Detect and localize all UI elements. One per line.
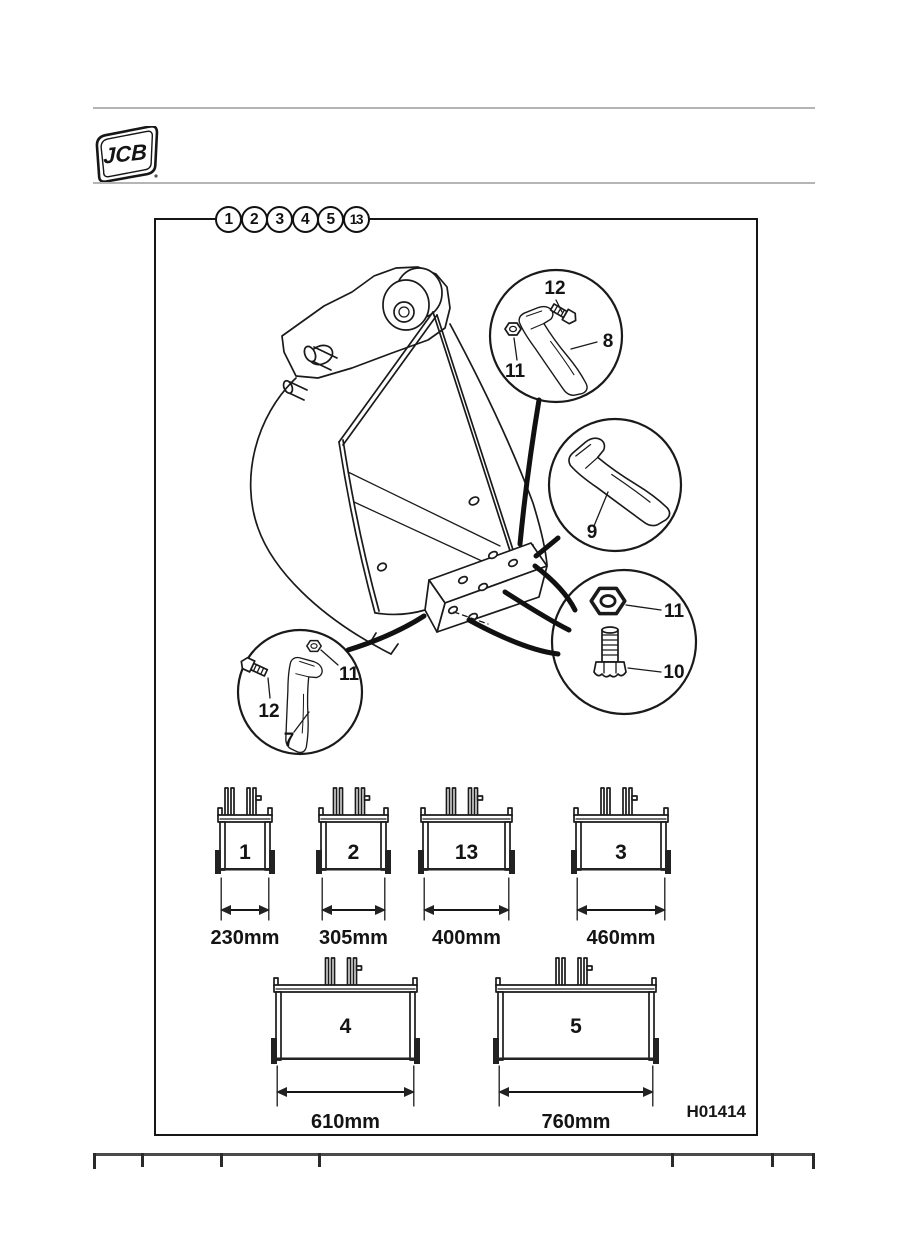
label-10: 10 [663, 662, 684, 683]
label-12: 12 [258, 701, 279, 722]
detail-circle-fasteners [550, 568, 698, 716]
callout-1: 1 [215, 206, 242, 233]
lip-plate [424, 542, 548, 633]
bucket-number: 13 [455, 841, 478, 864]
rim-back [338, 311, 438, 446]
bucket-number: 4 [340, 1015, 352, 1038]
bucket-number: 1 [239, 841, 251, 864]
callout-5: 5 [317, 206, 344, 233]
callout-2: 2 [240, 206, 268, 233]
footer-tick [318, 1153, 321, 1167]
detail-circle-tooth-8 [488, 268, 624, 404]
detail-tooth-8: 12 8 11 [504, 278, 614, 398]
label-11: 11 [664, 601, 685, 622]
logo-text: JCB [103, 139, 147, 169]
shell-left-curve [249, 377, 392, 655]
bucket-width-label: 400mm [432, 927, 501, 949]
bucket-number: 5 [570, 1015, 582, 1038]
shell-right-edge [449, 323, 548, 566]
pivot-pin-upper [303, 345, 338, 371]
footer-tick [141, 1153, 144, 1167]
footer-tick [671, 1153, 674, 1167]
footer-tick [812, 1153, 815, 1169]
bucket-diagram-1: 1 230mm [211, 787, 280, 949]
nut-icon [306, 639, 322, 653]
leader-lines [345, 397, 578, 657]
key-callout-row: 1 2 3 4 5 13 [215, 206, 370, 233]
footer-tick [93, 1153, 96, 1169]
nut-icon [504, 322, 522, 336]
nut-icon [589, 586, 627, 616]
footer-rule [93, 1153, 815, 1156]
bucket-number: 2 [348, 841, 360, 864]
footer-tick [771, 1153, 774, 1167]
rim-left [338, 439, 380, 614]
svg-text:9: 9 [587, 522, 598, 543]
bucket-diagram-5: 5 760mm [493, 957, 659, 1133]
callout-3: 3 [266, 206, 293, 233]
bucket-width-label: 610mm [311, 1111, 380, 1133]
bucket-illustration [249, 266, 548, 655]
callout-13: 13 [342, 206, 370, 233]
bucket-number: 3 [615, 841, 627, 864]
bucket-diagram-4: 4 610mm [271, 957, 420, 1133]
label-12: 12 [544, 278, 565, 299]
label-8: 8 [603, 331, 614, 352]
label-7: 7 [284, 730, 295, 751]
bolt-icon [593, 626, 627, 678]
bucket-diagram-13: 13 400mm [418, 787, 515, 949]
callout-4: 4 [291, 206, 319, 233]
bucket-diagram-3: 3 460mm [571, 787, 671, 949]
registered-dot [154, 174, 158, 178]
header-rule-top [93, 107, 815, 109]
exploded-bucket-diagram: 12 8 11 9 [211, 266, 698, 1133]
logo-outline [95, 125, 159, 183]
bucket-width-label: 760mm [542, 1111, 611, 1133]
rim-right [432, 311, 516, 557]
label-11: 11 [339, 664, 360, 685]
bucket-diagram-2: 2 305mm [316, 787, 391, 949]
diagram-frame: 12 8 11 9 [154, 218, 758, 1136]
label-11: 11 [505, 361, 526, 382]
detail-tooth-7: 12 7 11 [237, 639, 360, 758]
footer-tick [220, 1153, 223, 1167]
detail-tooth-9: 9 [564, 423, 673, 543]
detail-fasteners: 11 10 [589, 586, 685, 683]
bucket-width-label: 460mm [587, 927, 656, 949]
bucket-width-label: 305mm [319, 927, 388, 949]
bucket-width-label: 230mm [211, 927, 280, 949]
figure-id: H01414 [686, 1102, 746, 1121]
jcb-logo: JCB [90, 125, 166, 183]
header-rule-bottom [93, 182, 815, 184]
